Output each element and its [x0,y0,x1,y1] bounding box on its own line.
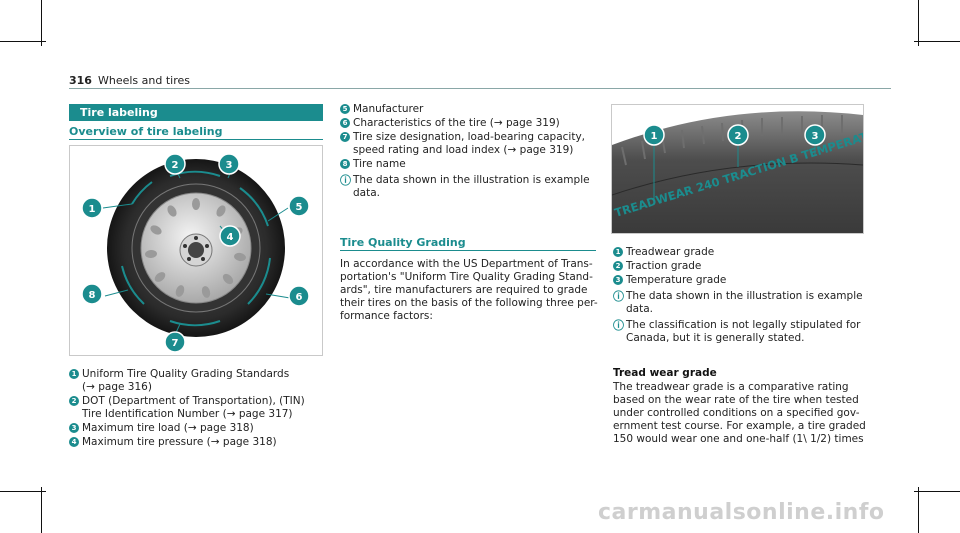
svg-text:5: 5 [296,202,303,213]
utqg-heading: Tire Quality Grading [340,236,466,249]
page-header: 316 Wheels and tires [69,74,190,87]
svg-text:1: 1 [89,204,96,215]
overview-heading: Overview of tire labeling [69,125,223,138]
svg-text:1: 1 [651,131,658,142]
svg-text:3: 3 [226,160,233,171]
callout-1: 1 [81,197,103,219]
callout-4: 4 [219,225,241,247]
callout-5: 5 [288,195,310,217]
crop-mark [918,487,919,533]
number-badge: 3 [69,423,79,433]
number-badge: 8 [340,159,350,169]
number-badge: 4 [69,437,79,447]
crop-mark [0,41,46,42]
overview-rule [69,139,323,140]
utqg-rule [340,250,596,251]
number-badge: 2 [69,396,79,406]
callout-8: 8 [81,283,103,305]
callout-2: 2 [164,153,186,175]
crop-mark [0,491,46,492]
tire-illustration: 1 2 3 4 5 6 7 8 [81,153,310,353]
number-badge: 1 [69,369,79,379]
number-badge: 2 [613,261,623,271]
callout-2: 2 [727,124,749,146]
number-badge: 7 [340,132,350,142]
callout-3: 3 [804,124,826,146]
crop-mark [914,491,960,492]
number-badge: 5 [340,104,350,114]
info-icon: ⓘ [340,174,351,187]
callout-3: 3 [218,153,240,175]
treadwear-heading: Tread wear grade [613,367,717,379]
svg-text:2: 2 [735,131,742,142]
callout-6: 6 [288,285,310,307]
svg-text:2: 2 [172,160,179,171]
treadwear-paragraph: The treadwear grade is a comparative rat… [613,381,866,445]
svg-text:7: 7 [172,338,179,349]
watermark: carmanualsonline.info [598,500,885,525]
number-badge: 1 [613,247,623,257]
svg-text:8: 8 [89,290,96,301]
section-title: Tire labeling [69,104,323,121]
svg-text:3: 3 [812,131,819,142]
crop-mark [41,0,42,46]
callout-1: 1 [643,124,665,146]
svg-text:4: 4 [227,232,234,243]
header-rule [69,88,891,89]
chapter-title: Wheels and tires [97,74,190,87]
crop-mark [918,0,919,46]
number-badge: 6 [340,118,350,128]
info-icon: ⓘ [613,290,624,303]
tire-overview-figure: 1 2 3 4 5 6 7 8 [69,145,323,356]
number-badge: 3 [613,275,623,285]
sidewall-figure: TREADWEAR 240 TRACTION B TEMPERATURE A 1… [611,104,906,234]
svg-text:6: 6 [296,292,303,303]
utqg-paragraph: In accordance with the US Department of … [340,258,598,322]
callout-7: 7 [164,331,186,353]
crop-mark [41,487,42,533]
page-number: 316 [69,74,92,87]
sidewall-illustration: TREADWEAR 240 TRACTION B TEMPERATURE A 1… [611,105,906,233]
info-icon: ⓘ [613,319,624,332]
crop-mark [914,41,960,42]
